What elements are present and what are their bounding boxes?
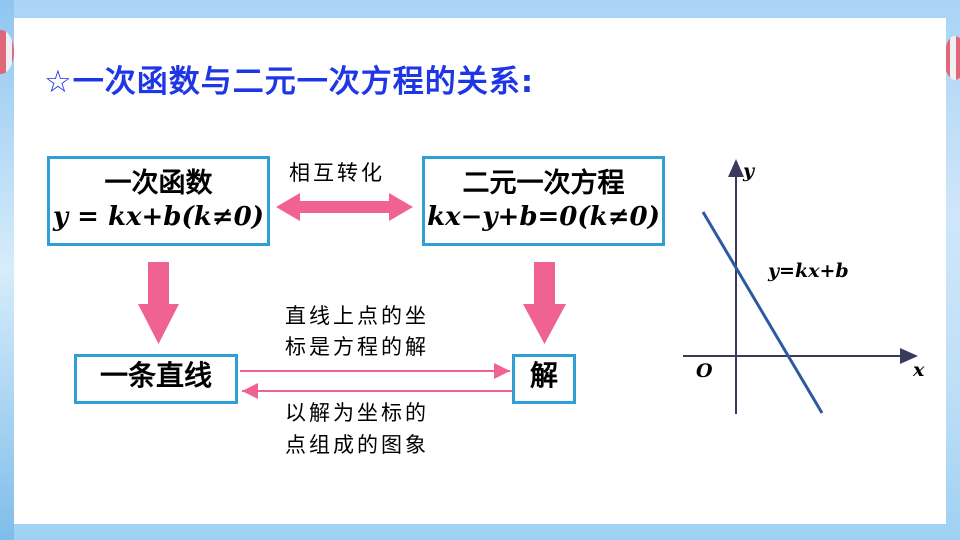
- down-arrow-right: [523, 262, 566, 344]
- line-equation-label: y=kx+b: [767, 260, 849, 282]
- slide-canvas: [14, 18, 946, 524]
- linear-function-box: 一次函数 y = kx+b(k≠0): [47, 156, 270, 246]
- mutual-conversion-label: 相互转化: [289, 161, 385, 185]
- linear-function-formula: y = kx+b(k≠0): [53, 202, 264, 232]
- balloon-decoration-left: [0, 30, 14, 74]
- point-on-line-label-2: 标是方程的解: [285, 335, 429, 359]
- linear-equation-formula: kx−y+b=0(k≠0): [427, 202, 660, 232]
- background-strip: [0, 0, 14, 540]
- page-title: ☆一次函数与二元一次方程的关系:: [44, 64, 535, 100]
- linear-equation-title: 二元一次方程: [462, 168, 625, 199]
- y-axis-label: y: [742, 160, 756, 182]
- straight-line-box: 一条直线: [74, 354, 238, 404]
- x-axis-label: x: [912, 359, 925, 381]
- balloon-decoration-right: [944, 36, 960, 80]
- linear-function-title: 一次函数: [104, 168, 213, 199]
- graph-of-solutions-label-2: 点组成的图象: [285, 433, 429, 457]
- origin-label: O: [696, 360, 713, 382]
- graph-line: [701, 211, 824, 414]
- solution-box: 解: [512, 354, 576, 404]
- graph-of-solutions-label-1: 以解为坐标的: [285, 401, 429, 425]
- point-on-line-label-1: 直线上点的坐: [285, 304, 429, 328]
- linear-equation-box: 二元一次方程 kx−y+b=0(k≠0): [422, 156, 665, 246]
- double-arrow-mutual: [276, 193, 413, 221]
- down-arrow-left: [138, 262, 179, 344]
